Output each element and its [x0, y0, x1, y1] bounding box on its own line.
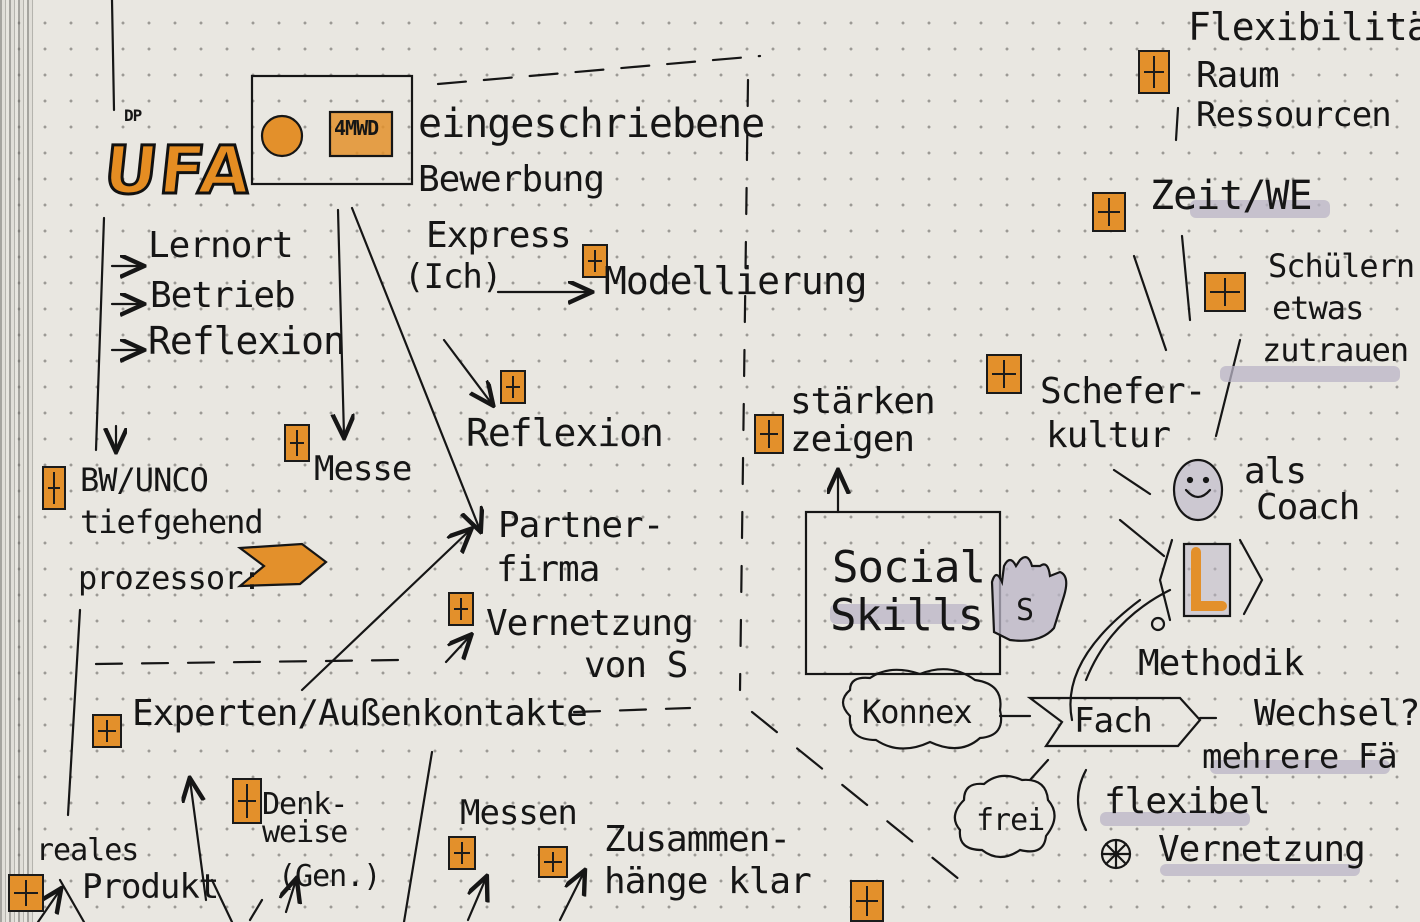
- highlight-vernetzung: [1160, 864, 1360, 876]
- ufa-title: UFA: [99, 131, 258, 211]
- hange-klar-text: hänge klar: [604, 861, 812, 902]
- dp-label: DP: [124, 106, 142, 125]
- highlight-zutrauen: [1220, 366, 1400, 382]
- coach-text: Coach: [1256, 487, 1360, 528]
- hand-s-text: S: [1016, 593, 1034, 628]
- kultur-text: kultur: [1046, 415, 1171, 456]
- wechsel-text: Wechsel?: [1254, 693, 1420, 734]
- plus-box-messe: [284, 424, 310, 462]
- produkt-text: Produkt: [82, 867, 219, 907]
- zeit-we-text: Zeit/WE: [1150, 173, 1313, 219]
- betrieb-text: Betrieb: [150, 275, 296, 316]
- zeigen-text: zeigen: [790, 419, 915, 460]
- notebook-binding: [0, 0, 34, 922]
- fach-text: Fach: [1074, 701, 1153, 741]
- plus-box-messen: [448, 836, 476, 870]
- experten-text: Experten/Außenkontakte: [132, 693, 588, 734]
- plus-box-modellierung: [582, 244, 608, 278]
- frei-text: frei: [976, 803, 1045, 838]
- fach-sign: [1026, 696, 1202, 748]
- plus-box-bw: [42, 466, 66, 510]
- frei-cloud: [953, 774, 1056, 859]
- ich-text: (Ich): [404, 257, 502, 297]
- social-text: Social: [832, 542, 986, 593]
- flexibel-text: flexibel: [1104, 781, 1270, 822]
- etwas-text: etwas: [1272, 289, 1364, 327]
- vernetzung-s-text: Vernetzung: [486, 603, 694, 644]
- starken-text: stärken: [790, 381, 936, 422]
- modellierung-text: Modellierung: [604, 259, 868, 303]
- schulern-text: Schülern: [1268, 247, 1415, 285]
- frame-line-top-left: [110, 0, 116, 112]
- lernort-text: Lernort: [148, 225, 294, 266]
- plus-box-starken: [754, 414, 784, 454]
- tiefgehend-text: tiefgehend: [80, 503, 264, 541]
- messe-text: Messe: [314, 449, 412, 489]
- weise-text: weise: [262, 815, 348, 850]
- skills-text: Skills: [830, 590, 984, 641]
- reflexion-mid-text: Reflexion: [466, 411, 664, 455]
- plus-box-denkweise: [232, 778, 262, 824]
- reales-text: reales: [36, 833, 139, 868]
- plus-box-reflexion-mid: [500, 370, 526, 404]
- zutrauen-text: zutrauen: [1262, 331, 1409, 369]
- highlight-flexibel: [1100, 812, 1250, 826]
- plus-box-vernetzung-s: [448, 592, 474, 626]
- plus-box-flexibilitat: [1138, 50, 1170, 94]
- plus-box-reales: [8, 874, 44, 912]
- plus-box-schefer: [986, 354, 1022, 394]
- dashed-top: [436, 54, 762, 86]
- reflexion-left-text: Reflexion: [148, 319, 346, 363]
- mehrere-text: mehrere Fä: [1202, 737, 1398, 777]
- plus-box-bottom: [850, 880, 884, 922]
- plus-box-zeit: [1092, 192, 1126, 232]
- orange-arrow-shape: [236, 542, 328, 588]
- highlight-skills: [830, 604, 970, 624]
- konnex-text: Konnex: [862, 693, 973, 731]
- schefer-text: Schefer-: [1040, 371, 1206, 412]
- ufa-logo-box: [250, 74, 414, 186]
- express-text: Express: [426, 215, 572, 256]
- hand-icon: [990, 556, 1068, 642]
- plus-box-experten: [92, 714, 122, 748]
- ressourcen-text: Ressourcen: [1196, 95, 1392, 135]
- bw-unco-text: BW/UNCO: [80, 461, 209, 499]
- zusammen-text: Zusammen-: [604, 819, 791, 860]
- gen-text: (Gen.): [278, 859, 381, 894]
- highlight-zeit: [1190, 200, 1330, 218]
- highlight-mehrere: [1210, 760, 1390, 774]
- vernetzung-r-text: Vernetzung: [1158, 829, 1366, 870]
- raum-text: Raum: [1196, 55, 1280, 96]
- firma-text: firma: [496, 549, 600, 590]
- konnex-cloud: [841, 668, 1003, 750]
- flexibilitat-text: Flexibilität: [1188, 5, 1420, 49]
- plus-box-schulern: [1204, 272, 1246, 312]
- prozessor-text: prozessor:: [78, 559, 262, 597]
- ufa-logo-text: 4MWD: [334, 116, 379, 140]
- logo-circle: [260, 114, 304, 158]
- bewerbung-text: Bewerbung: [418, 159, 605, 200]
- messen-text: Messen: [460, 793, 578, 833]
- von-s-text: von S: [584, 645, 688, 686]
- denk-text: Denk-: [262, 787, 348, 822]
- als-text: als: [1244, 451, 1307, 492]
- eingeschriebene-text: eingeschriebene: [418, 101, 765, 147]
- coach-head: [1172, 458, 1224, 522]
- partner-text: Partner-: [498, 505, 664, 546]
- methodik-text: Methodik: [1138, 643, 1304, 684]
- plus-box-zusammen: [538, 846, 568, 878]
